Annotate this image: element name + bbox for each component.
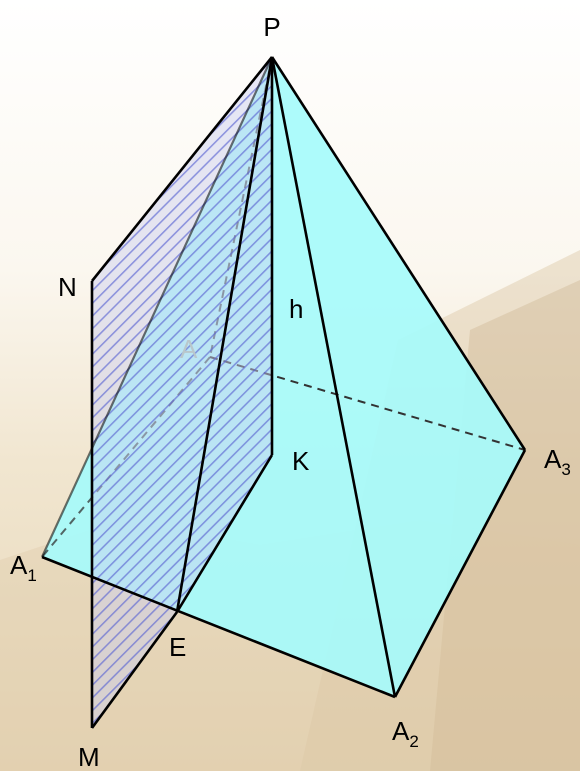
edge-p-a1-visible — [41, 56, 273, 558]
label-a2-sub: 2 — [409, 732, 418, 751]
label-a1: A1 — [10, 550, 37, 585]
plane-edge-n-p — [90, 56, 274, 282]
hidden-edge-a-a3 — [209, 356, 526, 451]
edge-p-a2 — [270, 56, 397, 698]
point-labels: P N h A K A1 A3 E A2 M — [10, 12, 571, 771]
label-a2: A2 — [392, 716, 419, 751]
label-e: E — [169, 632, 186, 662]
label-a3-main: A — [544, 444, 562, 474]
label-m: M — [78, 742, 100, 771]
edge-p-a3 — [270, 56, 527, 451]
section-plane — [92, 57, 272, 728]
edge-a1-a2 — [41, 555, 396, 699]
section-plane-fill — [92, 57, 272, 728]
label-a1-sub: 1 — [27, 566, 36, 585]
label-p: P — [263, 12, 280, 42]
label-a1-main: A — [10, 550, 28, 580]
label-h: h — [289, 294, 303, 324]
visible-edges — [41, 56, 527, 729]
label-a2-main: A — [392, 716, 410, 746]
edge-a2-a3 — [393, 449, 527, 698]
label-n: N — [58, 272, 77, 302]
label-a3: A3 — [544, 444, 571, 479]
label-k: K — [292, 446, 310, 476]
segment-k-e — [175, 454, 274, 613]
label-a: A — [180, 334, 198, 364]
face-p-a2-a3 — [272, 57, 525, 697]
label-a3-sub: 3 — [561, 460, 570, 479]
segment-p-e — [175, 56, 274, 613]
plane-edge-m-e — [90, 611, 179, 729]
